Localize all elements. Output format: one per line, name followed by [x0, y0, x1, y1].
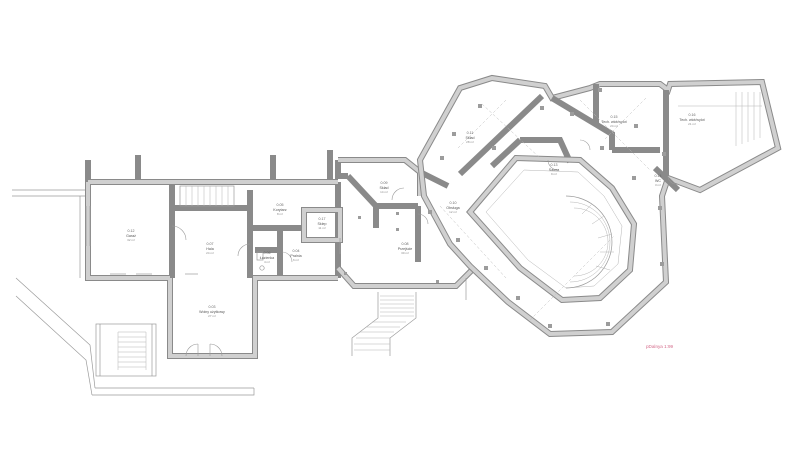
svg-text:Wolny użytkowy: Wolny użytkowy	[199, 310, 225, 314]
svg-text:Tech. wlot/wylot: Tech. wlot/wylot	[601, 120, 626, 124]
west-wing-walls	[85, 150, 343, 359]
svg-text:0.05: 0.05	[277, 203, 284, 207]
svg-text:Sklep: Sklep	[318, 222, 327, 226]
room-label-hala: 0.07 Hala 24 m²	[206, 242, 214, 255]
room-label-tech-b: 0.16 Tech. wlot/wylot 21 m²	[679, 113, 704, 126]
room-label-wc: 0.14 WC 3 m²	[655, 174, 662, 187]
room-label-sauna: 0.13 Sauna 9 m²	[549, 163, 559, 176]
svg-text:24 m²: 24 m²	[610, 124, 618, 128]
room-label-przejscie: 0.08 Przejście 30 m²	[398, 242, 413, 255]
svg-text:0.06: 0.06	[264, 251, 271, 255]
svg-text:12 m²: 12 m²	[449, 210, 457, 214]
svg-text:0.16: 0.16	[689, 113, 696, 117]
room-label-lazienka: 0.06 Łazienka 4 m²	[260, 251, 274, 264]
svg-text:0.11: 0.11	[467, 131, 474, 135]
svg-text:8 m²: 8 m²	[277, 212, 283, 216]
svg-text:24 m²: 24 m²	[206, 251, 214, 255]
svg-text:32 m²: 32 m²	[127, 238, 135, 242]
svg-text:11 m²: 11 m²	[318, 226, 325, 230]
svg-text:0.14: 0.14	[655, 174, 662, 178]
svg-text:Tech. wlot/wylot: Tech. wlot/wylot	[679, 118, 704, 122]
entry-stair-left	[117, 331, 147, 370]
svg-text:Korytarz: Korytarz	[273, 208, 287, 212]
site-context	[12, 189, 255, 396]
svg-text:Sauna: Sauna	[549, 168, 559, 172]
svg-text:0.03: 0.03	[209, 305, 216, 309]
svg-text:27 m²: 27 m²	[208, 314, 216, 318]
svg-text:0.09: 0.09	[381, 181, 388, 185]
room-label-sklad-b: 0.11 Skład 28 m²	[466, 131, 475, 144]
drawing-stamp: pDalnya 1:99	[646, 344, 674, 349]
hall-stair	[179, 185, 235, 207]
svg-text:Obsługa: Obsługa	[446, 206, 459, 210]
room-labels: 0.12 Garaż 32 m² 0.07 Hala 24 m² 0.05 Ko…	[126, 113, 704, 318]
room-label-tech-a: 0.15 Tech. wlot/wylot 24 m²	[601, 115, 626, 128]
svg-text:14 m²: 14 m²	[380, 190, 388, 194]
svg-text:Hala: Hala	[206, 247, 213, 251]
room-label-sklep: 0.17 Sklep 11 m²	[318, 217, 327, 230]
svg-text:28 m²: 28 m²	[466, 140, 474, 144]
svg-text:0.17: 0.17	[319, 217, 326, 221]
room-label-wolny: 0.03 Wolny użytkowy 27 m²	[199, 305, 225, 318]
svg-text:30 m²: 30 m²	[401, 251, 409, 255]
svg-text:6 m²: 6 m²	[293, 258, 299, 262]
south-stair	[351, 278, 467, 356]
svg-text:4 m²: 4 m²	[264, 260, 270, 264]
svg-text:Garaż: Garaż	[126, 234, 136, 238]
svg-text:Skład: Skład	[466, 136, 475, 140]
room-label-garaz: 0.12 Garaż 32 m²	[126, 229, 136, 242]
room-label-korytarz: 0.05 Korytarz 8 m²	[273, 203, 287, 216]
svg-text:0.15: 0.15	[611, 115, 618, 119]
svg-text:9 m²: 9 m²	[551, 172, 557, 176]
svg-text:0.04: 0.04	[293, 249, 300, 253]
svg-text:0.10: 0.10	[450, 201, 457, 205]
room-label-obsluga: 0.10 Obsługa 12 m²	[446, 201, 459, 214]
central-wing-walls	[335, 157, 475, 289]
room-label-pralnia: 0.04 Pralnia 6 m²	[290, 249, 301, 262]
svg-text:Przejście: Przejście	[398, 247, 413, 251]
svg-text:Łazienka: Łazienka	[260, 256, 274, 260]
svg-text:21 m²: 21 m²	[688, 122, 696, 126]
svg-text:Pralnia: Pralnia	[290, 254, 301, 258]
east-wing-walls	[416, 74, 782, 338]
svg-text:Skład: Skład	[380, 186, 389, 190]
svg-text:WC: WC	[655, 179, 661, 183]
svg-text:0.07: 0.07	[207, 242, 214, 246]
svg-text:0.08: 0.08	[402, 242, 409, 246]
svg-text:0.13: 0.13	[551, 163, 558, 167]
svg-text:0.12: 0.12	[128, 229, 135, 233]
room-label-sklad-a: 0.09 Skład 14 m²	[380, 181, 389, 194]
svg-text:3 m²: 3 m²	[655, 183, 661, 187]
